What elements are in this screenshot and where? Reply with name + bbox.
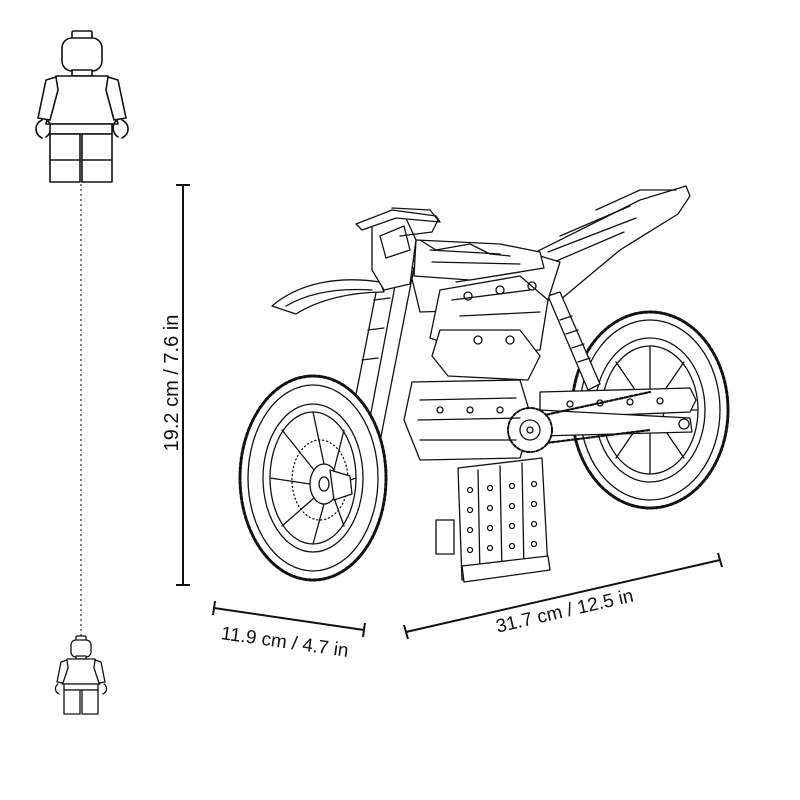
motorcycle-model-drawing [238,185,730,583]
engine [403,379,553,461]
handlebar [355,209,441,231]
width-label: 11.9 cm / 4.7 in [220,623,350,662]
small-minifigure-icon [54,635,108,715]
length-label: 31.7 cm / 12.5 in [494,586,636,638]
front-fender [271,279,385,315]
large-minifigure-icon [35,30,129,183]
display-stand [435,457,551,583]
front-wheel [238,374,388,582]
swingarm [539,387,697,437]
number-plate [371,213,417,291]
length-dimension-line [403,552,723,640]
height-dimension-line [176,184,190,586]
width-dimension-line [212,600,366,638]
height-label: 19.2 cm / 7.6 in [161,315,183,452]
